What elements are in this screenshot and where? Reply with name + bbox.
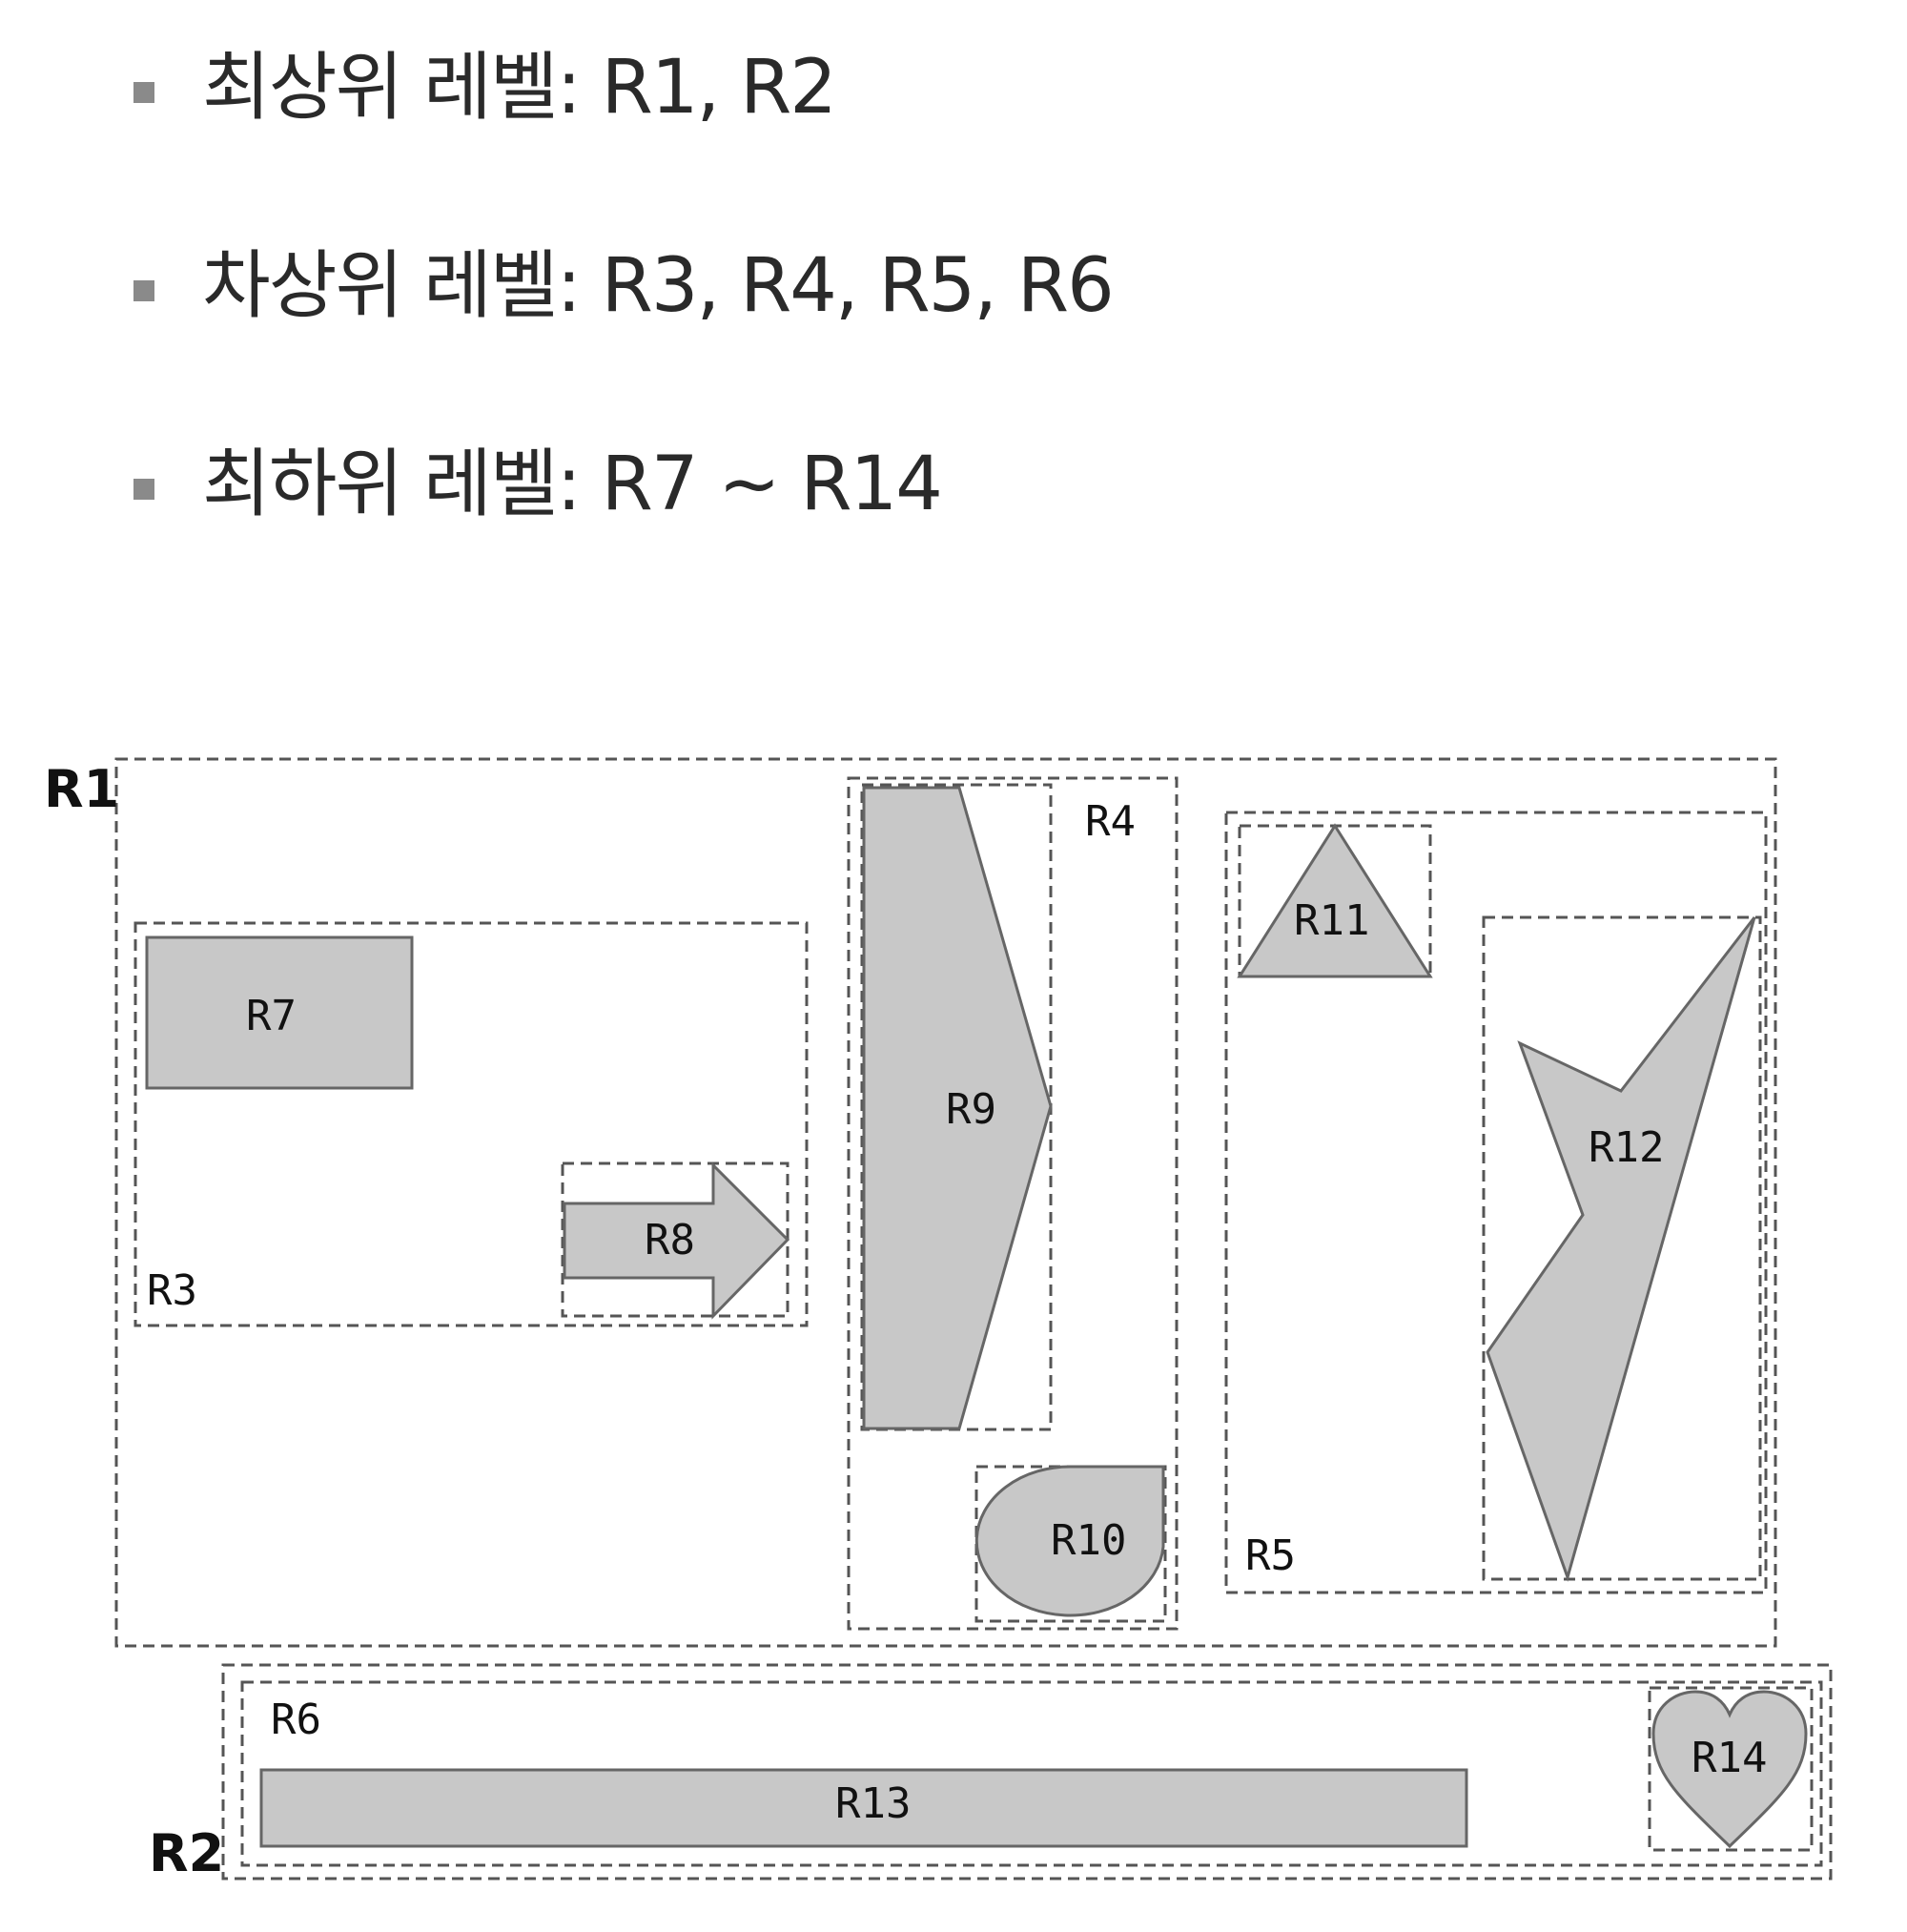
region-r7-label: R7 [246, 992, 297, 1040]
region-r12-box [1482, 915, 1762, 1581]
region-r12-polygon [1486, 916, 1756, 1582]
region-r12-label: R12 [1589, 1123, 1664, 1172]
region-r1-box [114, 757, 1777, 1648]
region-r14-heart [1651, 1690, 1808, 1849]
bullet-top-level-text: 최상위 레벨: R1, R2 [202, 45, 837, 131]
region-r5-box [1224, 811, 1768, 1594]
region-r6-box [240, 1680, 1823, 1867]
bullet-square-icon [133, 280, 154, 301]
region-r1-label: R1 [44, 759, 119, 819]
region-r14-box [1648, 1686, 1814, 1852]
region-r10-teardrop [974, 1465, 1165, 1617]
region-r3-label: R3 [147, 1266, 197, 1315]
region-r3-box [133, 921, 809, 1327]
region-r13-bar [259, 1768, 1468, 1848]
level-bullet-list: 최상위 레벨: R1, R2 차상위 레벨: R3, R4, R5, R6 최하… [133, 38, 1564, 633]
bullet-square-icon [133, 82, 154, 103]
bullet-top-level: 최상위 레벨: R1, R2 [133, 38, 1564, 137]
region-r7-rectangle [145, 935, 414, 1090]
region-r8-label: R8 [645, 1216, 695, 1264]
bullet-square-icon [133, 479, 154, 500]
bullet-second-level-text: 차상위 레벨: R3, R4, R5, R6 [202, 243, 1115, 329]
bullet-bottom-level-text: 최하위 레벨: R7 ~ R14 [202, 442, 943, 527]
region-r4-label: R4 [1085, 797, 1136, 846]
region-r11-triangle [1237, 823, 1433, 978]
region-r9-label: R9 [946, 1085, 996, 1134]
region-r5-label: R5 [1245, 1531, 1296, 1580]
region-r11-label: R11 [1294, 896, 1369, 945]
region-r10-label: R10 [1051, 1516, 1126, 1565]
region-r8-arrow [563, 1161, 790, 1320]
region-r4-box [847, 776, 1179, 1631]
region-r2-box [221, 1663, 1833, 1881]
bullet-bottom-level: 최하위 레벨: R7 ~ R14 [133, 435, 1564, 534]
region-r2-label: R2 [149, 1823, 224, 1883]
region-r6-label: R6 [271, 1696, 321, 1744]
bullet-second-level: 차상위 레벨: R3, R4, R5, R6 [133, 236, 1564, 336]
region-r14-label: R14 [1692, 1734, 1767, 1782]
region-r13-label: R13 [835, 1779, 911, 1828]
region-r9-pentagon [862, 786, 1053, 1430]
